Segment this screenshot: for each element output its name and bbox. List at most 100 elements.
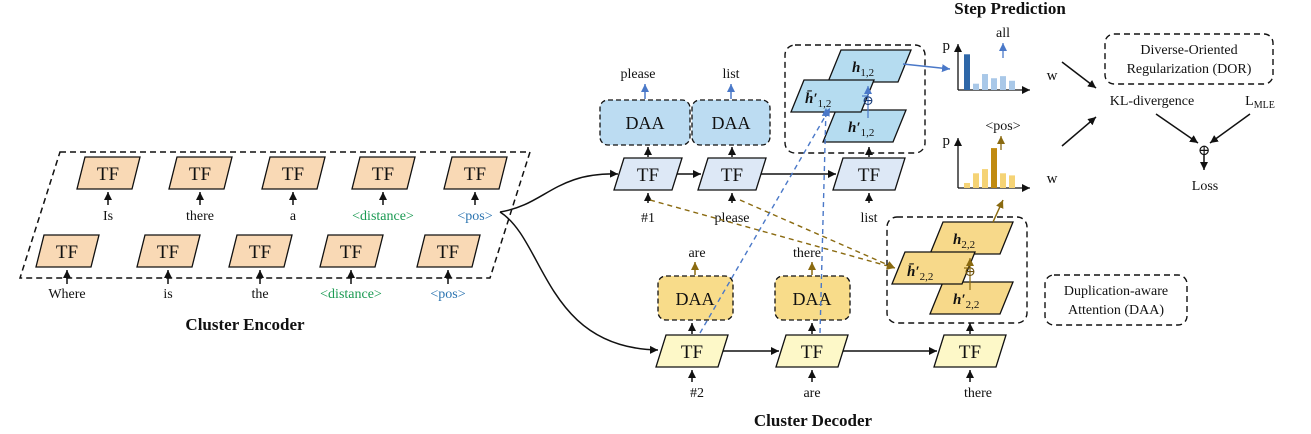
hidden-shape xyxy=(790,79,875,113)
decoder-top-input: #1 xyxy=(641,211,655,226)
tf-shape xyxy=(655,334,729,368)
plot-top: p w all xyxy=(943,26,1058,94)
encoder-tf-block: TF xyxy=(76,156,141,190)
tf-shape xyxy=(933,334,1007,368)
hidden-shape xyxy=(929,221,1014,255)
plot-bar xyxy=(1009,175,1015,188)
hidden-to-plot-arrow xyxy=(902,63,951,73)
daa-legend-box xyxy=(1044,274,1188,326)
decoder-tf-block: TF xyxy=(933,334,1007,368)
hidden-bottom-stack: h2,2 h′2,2 h̄′2,2 ⊖ xyxy=(891,221,1014,315)
dor-line1: Diverse-Oriented xyxy=(1140,43,1237,58)
tf-label: TF xyxy=(681,342,703,363)
decoder-bottom-row: TF TF TF #2 are there DAA DAA xyxy=(655,246,1007,401)
hidden-label: h′1,2 xyxy=(848,120,874,139)
hidden-shape xyxy=(891,251,976,285)
plot-bottom-annotation: <pos> xyxy=(985,119,1020,134)
hidden-label: h̄′2,2 xyxy=(907,264,933,283)
hidden-label: h1,2 xyxy=(852,60,874,79)
attention-arrow-gold xyxy=(649,199,896,270)
hidden-shape xyxy=(929,281,1014,315)
tf-label: TF xyxy=(189,164,211,185)
decoder-top-output: please xyxy=(621,67,656,82)
encoder-dashed-box xyxy=(18,151,532,279)
decoder-bottom-output: are xyxy=(688,246,705,261)
tf-label: TF xyxy=(464,164,486,185)
hidden-top-dashed-box xyxy=(784,44,926,154)
plot-bar xyxy=(1000,173,1006,188)
decoder-top-row: TF TF TF #1 please list DAA D xyxy=(599,67,906,226)
minus-icon: ⊖ xyxy=(862,94,874,109)
hidden-state-hprime: h′2,2 xyxy=(929,281,1014,315)
encoder-row2: TF TF TF TF TF Where is the <distance> xyxy=(35,234,481,302)
attention-arrow-blue xyxy=(819,107,830,334)
attention-arrow-gold xyxy=(739,199,896,269)
hidden-state-hbar: h̄′1,2 xyxy=(790,79,875,113)
decoder-tf-block: TF xyxy=(832,157,906,191)
daa-label: DAA xyxy=(626,113,665,133)
hidden-state-h: h2,2 xyxy=(929,221,1014,255)
hidden-label: h′2,2 xyxy=(953,292,979,311)
mle-loss-label: LMLE xyxy=(1245,94,1275,111)
decoder-tf-block: TF xyxy=(655,334,729,368)
encoder-token: there xyxy=(186,209,214,224)
loss-arrows xyxy=(1061,61,1251,170)
plot-bar xyxy=(973,173,979,188)
dor-box xyxy=(1104,33,1274,85)
decoder-bottom-output: there xyxy=(793,246,821,261)
tf-shape xyxy=(443,156,508,190)
decoder-tf-block: TF xyxy=(775,334,849,368)
tf-shape xyxy=(136,234,201,268)
daa-legend-line1: Duplication-aware xyxy=(1064,284,1168,299)
daa-shape xyxy=(599,99,691,146)
tf-shape xyxy=(775,334,849,368)
minus-icon: ⊖ xyxy=(964,265,976,280)
tf-label: TF xyxy=(157,242,179,263)
loss-label: Loss xyxy=(1192,179,1218,194)
encoder-tf-block: TF xyxy=(443,156,508,190)
kl-divergence-label: KL-divergence xyxy=(1110,94,1194,109)
hidden-shape xyxy=(822,109,907,143)
tf-label: TF xyxy=(97,164,119,185)
hidden-shape xyxy=(827,49,912,83)
decoder-top-input: list xyxy=(860,211,877,226)
tf-shape xyxy=(76,156,141,190)
daa-legend-line2: Attention (DAA) xyxy=(1068,303,1164,318)
tf-shape xyxy=(613,157,683,191)
tf-label: TF xyxy=(340,242,362,263)
encoder-row2-input-arrows xyxy=(63,270,452,284)
encoder-token: is xyxy=(163,287,172,302)
encoder-tf-block: TF xyxy=(168,156,233,190)
decoder-tf-block: TF xyxy=(613,157,683,191)
tf-shape xyxy=(319,234,384,268)
daa-label: DAA xyxy=(676,289,715,309)
tf-shape xyxy=(228,234,293,268)
decoder-top-output-arrows xyxy=(641,84,735,99)
plot-bar xyxy=(991,148,997,188)
encoder-tf-block: TF xyxy=(228,234,293,268)
plot-x-label: w xyxy=(1047,68,1058,84)
encoder-row1-input-arrows xyxy=(104,192,479,205)
hidden-label: h2,2 xyxy=(953,232,975,251)
dor-line2: Regularization (DOR) xyxy=(1127,62,1252,77)
hidden-top-stack: h1,2 h′1,2 h̄′1,2 ⊖ xyxy=(790,49,912,143)
encoder-token-distance: <distance> xyxy=(320,287,382,302)
hidden-state-hprime: h′1,2 xyxy=(822,109,907,143)
decoder-bottom-input: #2 xyxy=(690,386,704,401)
attention-arrow-blue xyxy=(699,107,831,334)
encoder-tf-block: TF xyxy=(319,234,384,268)
plot-bar xyxy=(1000,76,1006,90)
encoder-token: Where xyxy=(48,287,85,302)
tf-shape xyxy=(416,234,481,268)
encoder-token: the xyxy=(251,287,268,302)
tf-label: TF xyxy=(282,164,304,185)
encoder-token-pos: <pos> xyxy=(457,209,492,224)
cluster-encoder-title: Cluster Encoder xyxy=(185,315,305,334)
cluster-decoder-title: Cluster Decoder xyxy=(754,411,873,430)
tf-shape xyxy=(832,157,906,191)
tf-label: TF xyxy=(637,165,659,186)
tf-shape xyxy=(261,156,326,190)
daa-shape xyxy=(774,275,851,321)
encoder-tf-block: TF xyxy=(136,234,201,268)
decoder-bottom-input: are xyxy=(803,386,820,401)
